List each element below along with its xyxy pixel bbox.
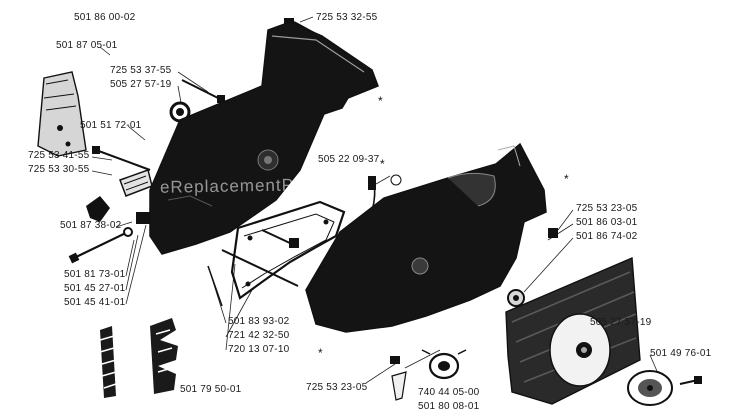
marker-asterisk-3: *: [564, 172, 569, 186]
leader-line: [177, 71, 209, 93]
leader-line: [299, 16, 314, 23]
part-label: 501 81 73-01: [64, 269, 126, 280]
leader-line: [99, 46, 111, 56]
part-label: 501 86 03-01: [576, 217, 638, 228]
part-label: 725 53 41-55: [28, 150, 90, 161]
watermark: eReplacementParts.com: [159, 174, 368, 197]
tensioner-block: [119, 169, 153, 197]
oil-cap: [421, 349, 467, 380]
leader-line: [225, 289, 253, 338]
part-label: 501 83 93-02: [228, 316, 290, 327]
part-label: 505 22 09-37: [318, 154, 380, 165]
part-label: 501 87 38-02: [60, 220, 122, 231]
leader-line: [91, 170, 113, 176]
part-label: 501 87 05-01: [56, 40, 118, 51]
bolt-far-right: [679, 376, 702, 385]
part-label: 720 13 07-10: [228, 344, 290, 355]
leader-line: [523, 237, 574, 293]
part-label: 740 44 05-00: [418, 387, 480, 398]
leader-line: [115, 221, 133, 228]
part-label: 501 45 27-01: [64, 283, 126, 294]
spring-parts: [99, 318, 178, 398]
part-label: 725 53 23-05: [306, 382, 368, 393]
crankcase: [305, 142, 547, 333]
part-label: 725 53 30-55: [28, 164, 90, 175]
part-label: 725 53 23-05: [576, 203, 638, 214]
pulley-right: [627, 370, 673, 406]
rod-pin: [207, 249, 299, 307]
leader-line: [375, 175, 391, 185]
part-label: 505 27 57-19: [110, 79, 172, 90]
part-label: 505 27 57-19: [590, 317, 652, 328]
marker-asterisk-2: *: [380, 157, 385, 171]
starter-plate: [505, 256, 641, 405]
nut-washer: [123, 212, 150, 237]
long-bolt: [68, 229, 133, 264]
leader-line: [365, 363, 396, 384]
marker-asterisk-label: *: [318, 346, 323, 360]
ring-marker: [390, 174, 402, 186]
rubber-buffer: [86, 196, 110, 222]
leader-line: [557, 209, 574, 231]
part-label: 501 80 08-01: [418, 401, 480, 412]
clutch-cover: [149, 21, 379, 255]
part-label: 725 53 37-55: [110, 65, 172, 76]
bolt-left: [92, 146, 151, 171]
leader-line: [125, 234, 139, 291]
leader-line: [125, 239, 135, 277]
chain-guide-plate: [37, 71, 87, 157]
part-label: 501 79 50-01: [180, 384, 242, 395]
bushing-right: [507, 289, 525, 307]
leader-line: [91, 156, 113, 161]
bolt-center: [261, 229, 299, 248]
leader-line: [404, 349, 441, 369]
part-label: 501 45 41-01: [64, 297, 126, 308]
marker-asterisk: *: [378, 94, 383, 108]
part-label: 725 53 32-55: [316, 12, 378, 23]
bolt-upper: [181, 79, 225, 103]
part-label: 721 42 32-50: [228, 330, 290, 341]
leader-line: [125, 224, 147, 305]
bolt-right: [548, 228, 558, 238]
gasket: [230, 200, 346, 300]
part-label: 501 49 76-01: [650, 348, 712, 359]
part-label: 501 51 72-01: [80, 120, 142, 131]
part-label: 501 86 00-02: [74, 12, 136, 23]
part-label: 501 86 74-02: [576, 231, 638, 242]
leader-line: [127, 125, 146, 141]
small-screw-bottom: [390, 356, 407, 401]
